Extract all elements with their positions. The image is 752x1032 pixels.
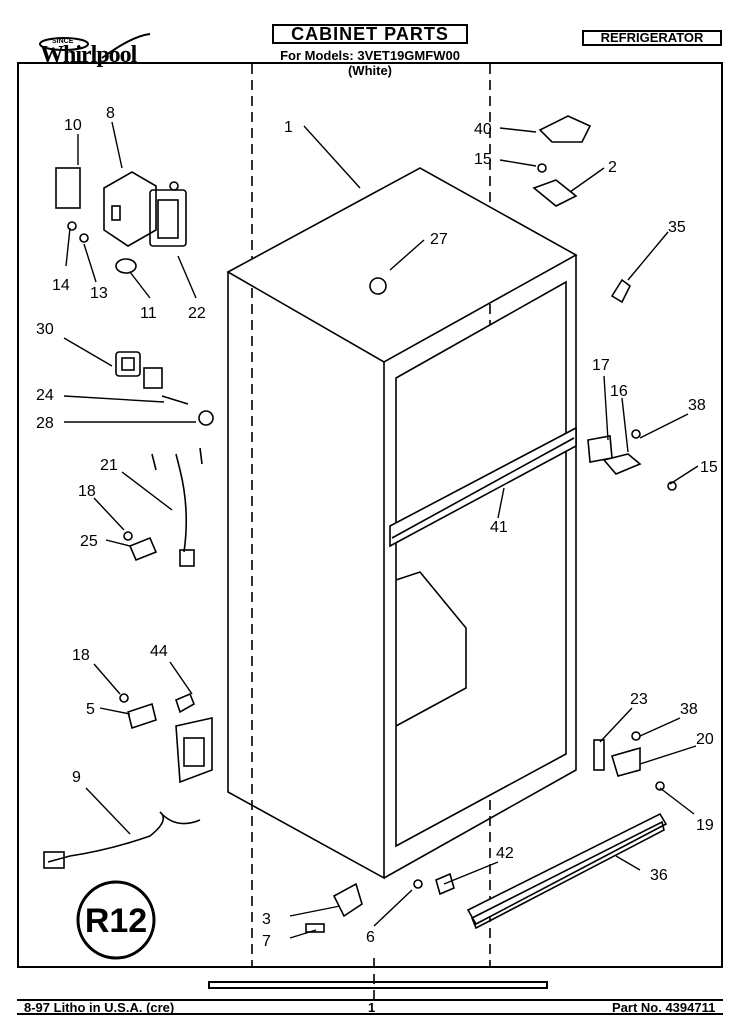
models-line: For Models: 3VET19GMFW00: [280, 48, 460, 63]
callout-11: 11: [140, 305, 157, 322]
callout-15-right: 15: [700, 459, 718, 476]
footer-bar: [208, 981, 548, 989]
callout-18-lower: 18: [72, 647, 90, 664]
part-42: [435, 872, 455, 896]
callout-36: 36: [650, 867, 668, 884]
callout-15-top: 15: [474, 151, 492, 168]
callout-25: 25: [80, 533, 98, 550]
part-3: [332, 882, 363, 918]
models-block: For Models: 3VET19GMFW00 (White): [250, 48, 490, 78]
part-30: [115, 351, 141, 377]
callout-9: 9: [72, 769, 81, 786]
callout-3: 3: [262, 911, 271, 928]
callout-22: 22: [188, 305, 206, 322]
part-17: [587, 435, 613, 463]
callout-7: 7: [262, 933, 271, 950]
callout-21: 21: [100, 457, 118, 474]
category-label: REFRIGERATOR: [582, 30, 722, 46]
part-panel: [175, 717, 213, 784]
footer-page-number: 1: [368, 1000, 376, 1015]
part-8: [103, 171, 157, 247]
part-22: [149, 189, 187, 247]
callout-38-lower: 38: [680, 701, 698, 718]
part-41: [391, 437, 575, 539]
callout-6: 6: [366, 929, 375, 946]
callout-35: 35: [668, 219, 686, 236]
part-5: [127, 702, 157, 730]
part-40: [538, 115, 592, 143]
part-10: [55, 167, 81, 209]
callout-41: 41: [490, 519, 508, 536]
callout-42: 42: [496, 845, 514, 862]
callout-8: 8: [106, 105, 115, 122]
callout-16: 16: [610, 383, 628, 400]
brand-swoosh-icon: [39, 33, 151, 59]
screw-icons: [67, 181, 677, 889]
part-21: [151, 447, 203, 567]
callout-24: 24: [36, 387, 54, 404]
callout-5: 5: [86, 701, 95, 718]
part-2: [532, 163, 578, 207]
callout-40: 40: [474, 121, 492, 138]
r12-stamp-icon: [76, 880, 156, 960]
callout-44: 44: [150, 643, 168, 660]
callout-28: 28: [36, 415, 54, 432]
callout-14: 14: [52, 277, 70, 294]
callout-2: 2: [608, 159, 617, 176]
brand-badge: SINCE: [52, 38, 74, 45]
footer-part-number: Part No. 4394711: [612, 1000, 716, 1015]
part-11: [115, 258, 137, 274]
part-24: [143, 367, 189, 405]
r12-stamp-text: R12: [85, 902, 147, 940]
callout-27: 27: [430, 231, 448, 248]
callout-38-top: 38: [688, 397, 706, 414]
part-36: [466, 812, 668, 930]
part-35: [610, 278, 632, 304]
callout-19: 19: [696, 817, 714, 834]
part-20: [611, 746, 641, 777]
callout-18-top: 18: [78, 483, 96, 500]
part-7: [305, 923, 325, 933]
part-23: [593, 739, 605, 771]
part-28: [198, 410, 214, 426]
callout-17: 17: [592, 357, 610, 374]
cabinet: [226, 167, 578, 880]
diagram-frame: [17, 62, 723, 968]
footer-litho: 8-97 Litho in U.S.A. (cre): [24, 1000, 175, 1015]
callout-1: 1: [284, 119, 293, 136]
part-9: [43, 811, 201, 869]
callout-10: 10: [64, 117, 82, 134]
callout-20: 20: [696, 731, 714, 748]
callout-23: 23: [630, 691, 648, 708]
part-44: [175, 692, 196, 714]
callout-13: 13: [90, 285, 108, 302]
part-25: [128, 536, 158, 562]
callout-30: 30: [36, 321, 54, 338]
page-title: CABINET PARTS: [272, 24, 468, 44]
color-line: (White): [347, 63, 393, 78]
footer-rule: [17, 999, 723, 1015]
part-16: [602, 453, 642, 475]
